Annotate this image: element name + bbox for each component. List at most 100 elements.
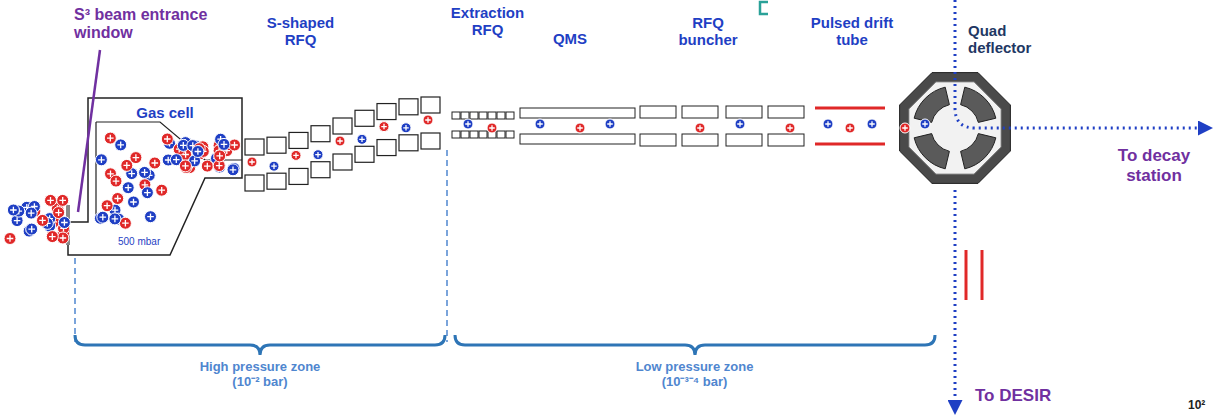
extraction-rfq-segment [461, 131, 469, 138]
ion [101, 200, 113, 212]
ion-body [867, 119, 877, 129]
ion-body [335, 136, 345, 146]
extraction-rfq-segment [506, 131, 514, 138]
ion-charge [130, 199, 137, 206]
ion-charge [10, 207, 17, 214]
ion [57, 232, 69, 244]
ion-charge [195, 148, 202, 155]
rfq-segment [311, 126, 330, 142]
ion [463, 119, 473, 129]
ion-charge [158, 187, 165, 194]
ion [920, 119, 930, 129]
ion [379, 122, 389, 132]
component-label: RFQ buncher [668, 14, 748, 49]
ion [122, 182, 134, 194]
ion-charge [337, 138, 343, 144]
ion-body [112, 193, 124, 205]
rfq-segment [355, 146, 374, 162]
extraction-rfq-segment [479, 131, 487, 138]
gas-cell-inner-wall [96, 122, 242, 222]
ion-charge [230, 167, 237, 174]
ion [110, 175, 122, 187]
ion-body [401, 123, 411, 133]
ion-body [115, 139, 127, 151]
ion-charge [141, 169, 148, 176]
rfq-segment [267, 137, 286, 153]
ion-charge [100, 214, 107, 221]
ion [156, 184, 168, 196]
ion-charge [825, 121, 831, 127]
ion-body [156, 184, 168, 196]
ion [95, 154, 107, 166]
bracket-fragment [760, 2, 768, 14]
ion [845, 123, 855, 133]
extraction-rfq-segment [497, 131, 505, 138]
ion-body [357, 134, 367, 144]
ion [735, 119, 745, 129]
ion-body [149, 157, 161, 169]
ion-body [95, 154, 107, 166]
ion [26, 223, 38, 235]
deflector-electrode [961, 87, 996, 122]
extraction-rfq-segment [479, 112, 487, 119]
ion-body [735, 119, 745, 129]
ion-charge [117, 142, 124, 149]
ion [57, 194, 69, 206]
ion-body [900, 123, 910, 133]
gas-cell-outline [68, 98, 242, 255]
ion-body [218, 138, 230, 150]
ion-charge [124, 162, 131, 169]
pressure-note: 500 mbar [118, 236, 178, 247]
rfq-segment [421, 133, 440, 149]
ion-charge [697, 125, 703, 131]
ion-body [57, 232, 69, 244]
ion-charge [465, 121, 471, 127]
buncher-segment [768, 134, 804, 146]
ion [112, 193, 124, 205]
desir-electrode [981, 250, 984, 300]
ion-body [122, 182, 134, 194]
ion-charge [104, 202, 111, 209]
ion [128, 196, 140, 208]
ion [218, 138, 230, 150]
buncher-segment [682, 134, 718, 146]
ion [58, 217, 70, 229]
buncher-segment [726, 134, 762, 146]
ion [139, 166, 151, 178]
ion-body [145, 211, 157, 223]
beam-path-desir [954, 190, 957, 412]
ion-body [121, 159, 133, 171]
ion-charge [60, 235, 67, 242]
ion [487, 123, 497, 133]
ion-charge [425, 117, 431, 123]
ion-charge [787, 125, 793, 131]
rfq-segment [377, 104, 396, 120]
ion-charge [107, 135, 114, 142]
ion [900, 123, 910, 133]
ion-body [179, 160, 191, 172]
extraction-rfq-segment [452, 112, 460, 119]
component-label: Pulsed drift tube [806, 14, 898, 49]
rfq-segment [399, 99, 418, 115]
ion-charge [737, 121, 743, 127]
ion-charge [49, 233, 56, 240]
ion-body [101, 200, 113, 212]
destination-label: To DESIR [975, 386, 1085, 406]
ion-body [97, 211, 109, 223]
ion-charge [249, 159, 255, 165]
component-label: QMS [545, 30, 595, 47]
component-label: S-shaped RFQ [258, 14, 343, 49]
ion [785, 123, 795, 133]
desir-electrode [965, 250, 968, 300]
rfq-segment [289, 168, 308, 184]
ion [149, 157, 161, 169]
ion-charge [607, 121, 613, 127]
ion [4, 233, 16, 245]
buncher-segment [640, 106, 676, 118]
ion-charge [216, 162, 223, 169]
ion [121, 159, 133, 171]
drift-tube-electrode [815, 143, 885, 146]
rfq-segment [245, 175, 264, 191]
destination-label: To decay station [1098, 146, 1210, 185]
deflector-housing [900, 73, 1011, 184]
